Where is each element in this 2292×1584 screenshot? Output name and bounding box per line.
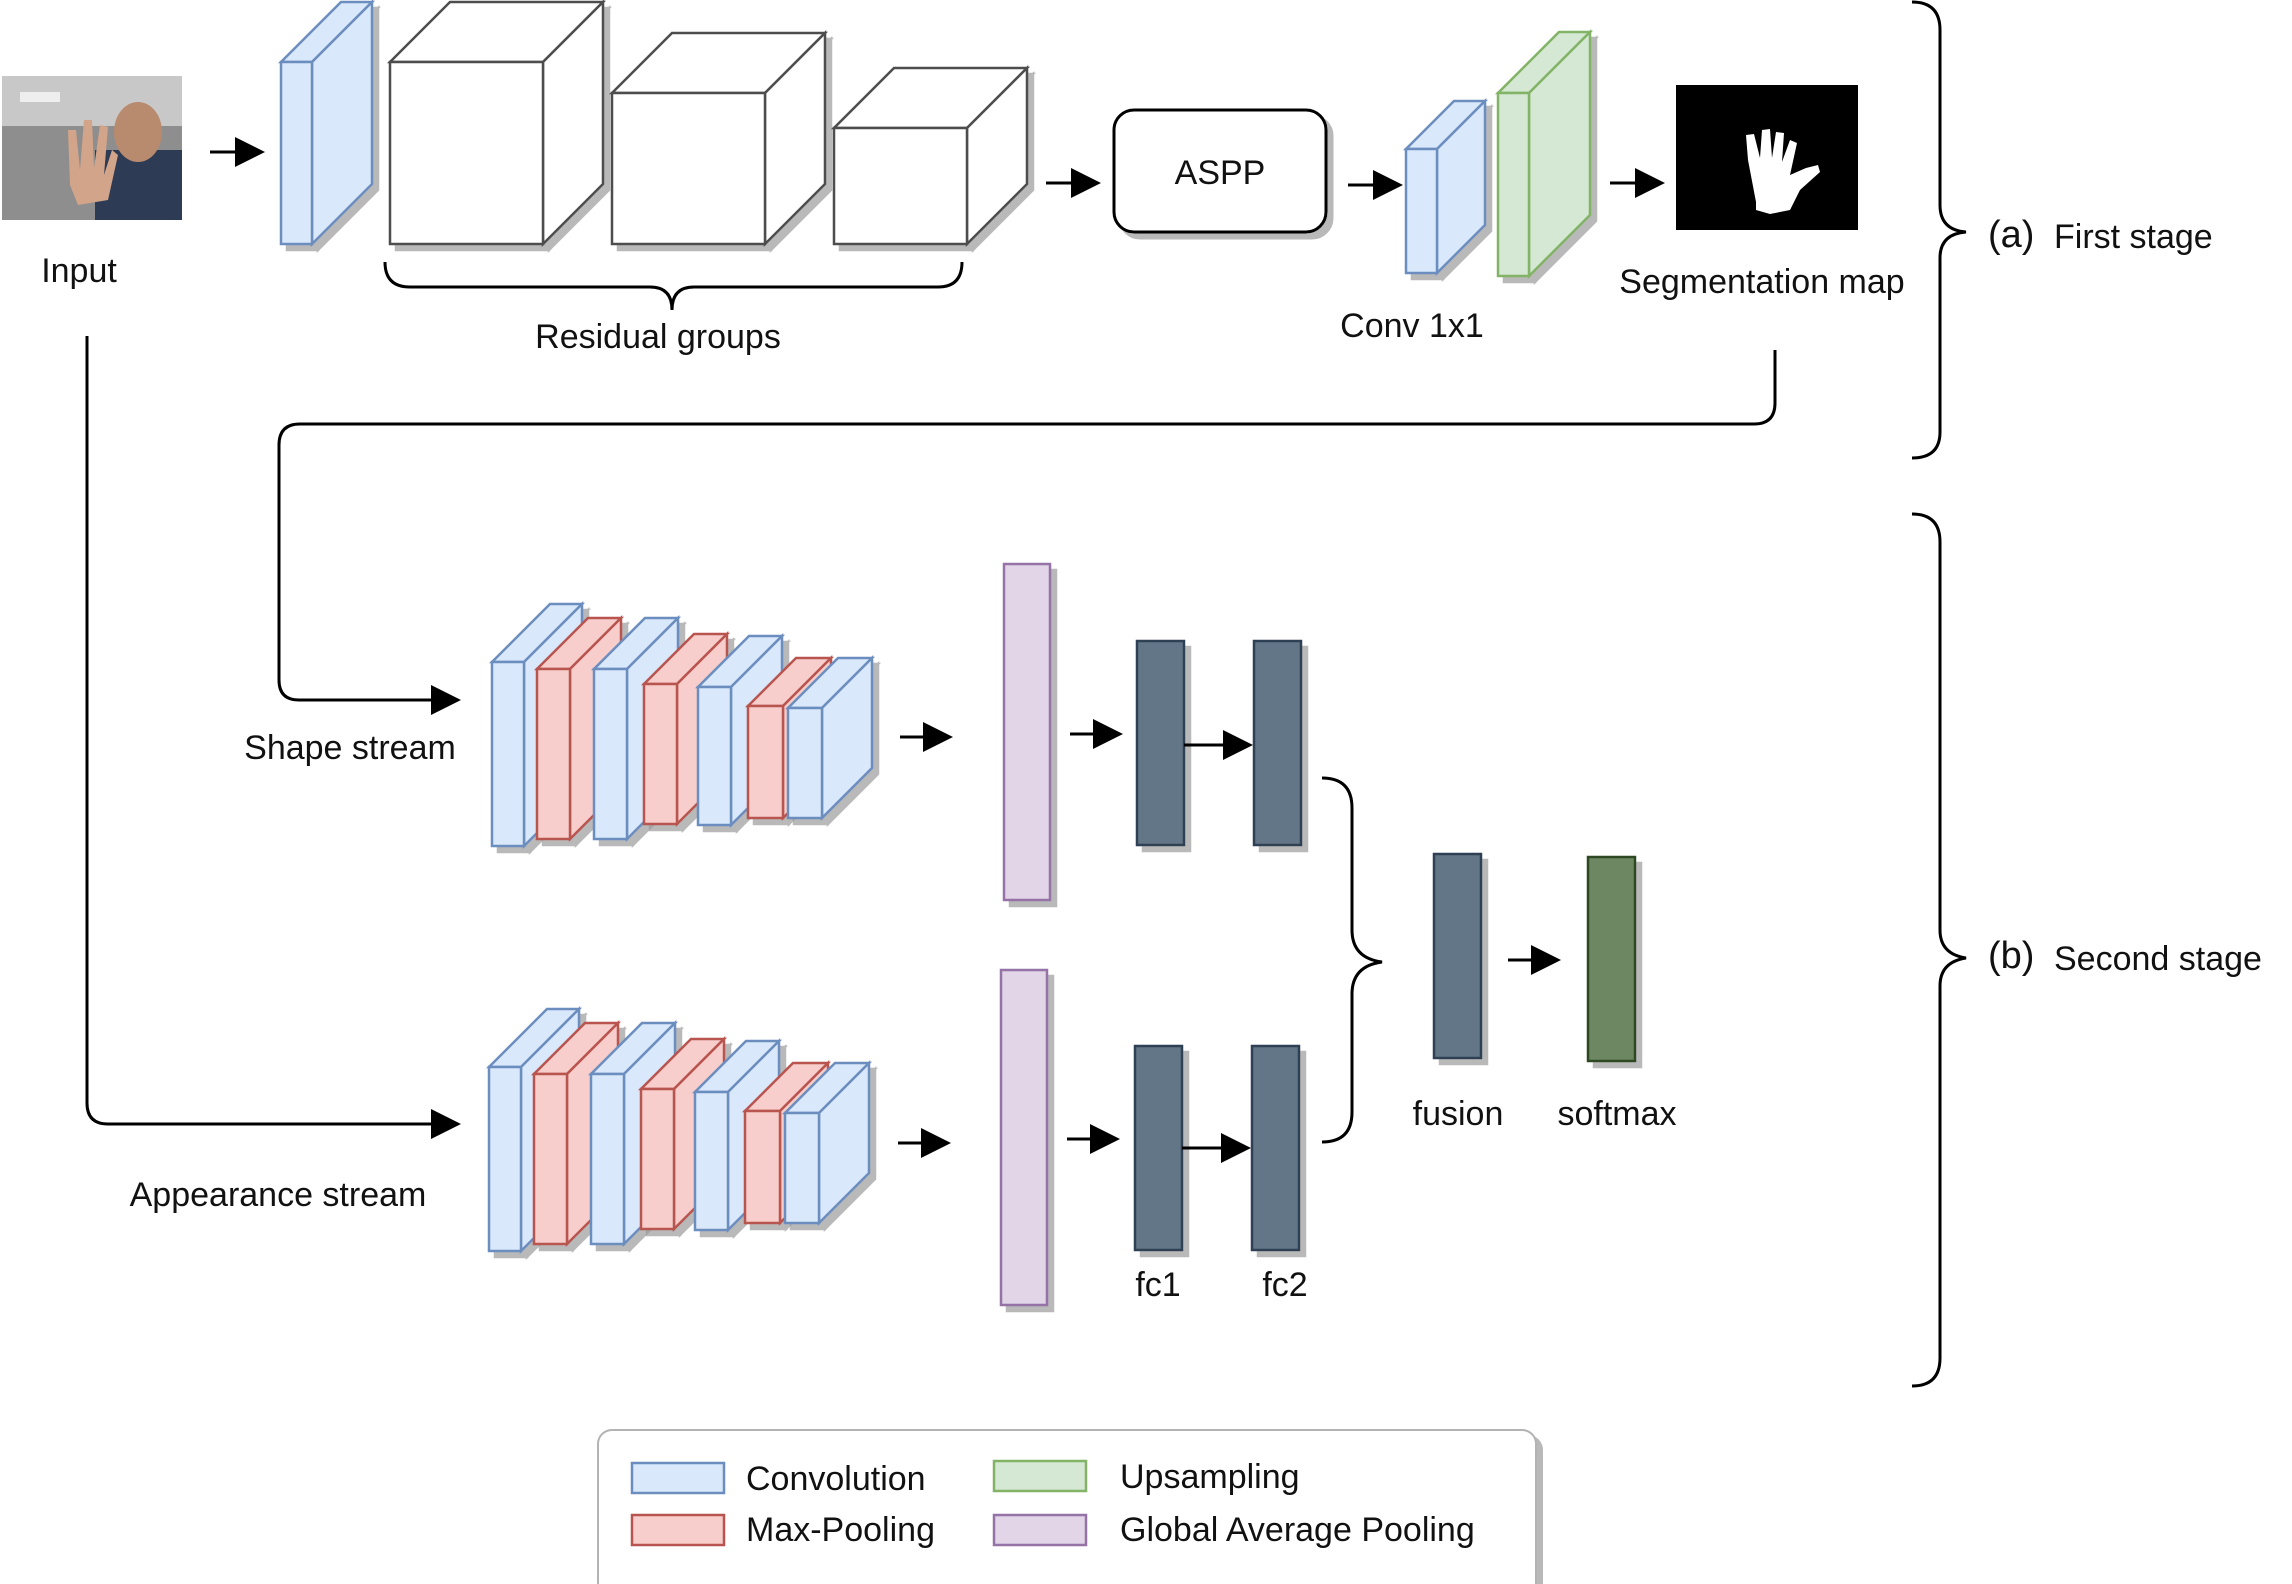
appearance-stream-conv-4 bbox=[781, 1059, 873, 1227]
segmentation-map-image bbox=[1676, 85, 1858, 230]
shape-stream-conv-4 bbox=[784, 654, 876, 822]
shape-stream-label: Shape stream bbox=[244, 729, 456, 767]
conv1x1-label: Conv 1x1 bbox=[1340, 307, 1484, 345]
segmentation-map-label: Segmentation map bbox=[1619, 263, 1904, 301]
aspp-label: ASPP bbox=[1175, 154, 1266, 192]
encoder-conv-block bbox=[277, 0, 376, 248]
fusion-label: fusion bbox=[1413, 1095, 1504, 1133]
second-stage-brace bbox=[1911, 512, 1967, 1388]
shape-stream-gap-block bbox=[1002, 562, 1052, 902]
residual-group-2 bbox=[608, 29, 829, 248]
appearance-stream-label: Appearance stream bbox=[130, 1176, 427, 1214]
second-stage-tag: (b) bbox=[1988, 935, 2034, 977]
softmax-label: softmax bbox=[1557, 1095, 1676, 1133]
shape-stream-fc1 bbox=[1135, 639, 1186, 847]
legend-swatch-global-average-pooling bbox=[992, 1513, 1088, 1547]
second-stage-name: Second stage bbox=[2054, 940, 2262, 978]
upsampling-block bbox=[1494, 28, 1594, 280]
shape-stream-fc2 bbox=[1252, 639, 1303, 847]
legend: Convolution Max-Pooling Upsampling Globa… bbox=[597, 1429, 1537, 1584]
fusion-brace bbox=[1321, 776, 1383, 1144]
legend-label-max-pooling: Max-Pooling bbox=[746, 1511, 935, 1549]
legend-label-global-average-pooling: Global Average Pooling bbox=[1120, 1511, 1475, 1549]
aspp-box bbox=[1112, 108, 1328, 234]
legend-swatch-convolution bbox=[630, 1461, 726, 1495]
connector-input-to-appearance-stream bbox=[85, 336, 461, 1139]
residual-group-1 bbox=[386, 0, 607, 248]
appearance-stream-gap-block bbox=[999, 968, 1049, 1307]
input-label: Input bbox=[41, 252, 117, 290]
appearance-stream-fc2 bbox=[1250, 1044, 1301, 1252]
fusion-block bbox=[1432, 852, 1483, 1060]
first-stage-name: First stage bbox=[2054, 218, 2213, 256]
legend-label-upsampling: Upsampling bbox=[1120, 1458, 1300, 1496]
fc2-label: fc2 bbox=[1262, 1266, 1307, 1304]
conv1x1-block bbox=[1402, 97, 1489, 277]
legend-label-convolution: Convolution bbox=[746, 1460, 926, 1498]
fc1-label: fc1 bbox=[1135, 1266, 1180, 1304]
residual-groups-brace bbox=[383, 261, 964, 311]
legend-swatch-upsampling bbox=[992, 1459, 1088, 1493]
first-stage-tag: (a) bbox=[1988, 214, 2034, 256]
input-image bbox=[2, 76, 182, 220]
residual-group-3 bbox=[830, 64, 1031, 248]
first-stage-brace bbox=[1911, 0, 1967, 460]
legend-box bbox=[597, 1429, 1537, 1584]
residual-groups-label: Residual groups bbox=[535, 318, 781, 356]
softmax-block bbox=[1586, 855, 1637, 1063]
connector-segmentation-to-shape-stream bbox=[277, 350, 1777, 715]
legend-swatch-max-pooling bbox=[630, 1513, 726, 1547]
appearance-stream-fc1 bbox=[1133, 1044, 1184, 1252]
